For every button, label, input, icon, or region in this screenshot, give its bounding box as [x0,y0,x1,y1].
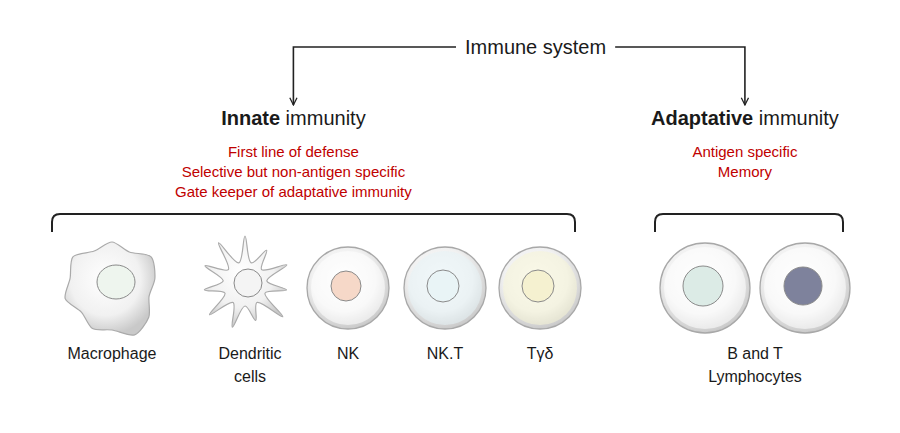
cell-node: Tγδ [495,240,585,365]
round-cell [760,243,850,333]
cell-tint [664,247,746,329]
cell-node: B and T Lymphocytes [650,240,860,388]
cell-label: Tγδ [495,342,585,365]
cell-label: Dendritic cells [209,342,291,388]
branch-arrow [615,47,745,105]
property-note: Selective but non-antigen specific [175,162,412,182]
cell-tint [408,251,482,325]
cell-node: Dendritic cells [204,240,296,388]
dendritic-shape [204,236,286,327]
property-note: Memory [651,162,839,182]
property-note: Gate keeper of adaptative immunity [175,182,412,202]
cell-label: NK.T [400,342,490,365]
cell-tint [503,251,577,325]
cell-nucleus [683,266,723,306]
cell-nucleus [522,270,554,302]
cell-tint [764,247,846,329]
group-heading: Innate immunity [175,106,412,130]
cell-nucleus [331,271,361,301]
branch-arrow [293,47,456,105]
cell-nucleus [784,267,822,305]
cell-nucleus [234,269,262,297]
cell-label: B and T Lymphocytes [696,342,814,388]
cell-tint [311,251,385,325]
cell-node: NK [303,240,393,365]
group-heading: Immune system [456,35,615,59]
cell-nucleus [427,270,459,302]
round-cell [404,247,486,329]
round-cell [499,247,581,329]
property-note: Antigen specific [651,142,839,162]
round-cell [307,247,389,329]
round-cell [660,243,750,333]
adaptive-group: Adaptative immunityAntigen specificMemor… [651,106,839,182]
macrophage-shape [65,242,155,335]
cell-nucleus [97,265,135,299]
cell-node: Macrophage [47,240,177,365]
group-heading: Adaptative immunity [651,106,839,130]
root-node: Immune system [456,35,615,59]
group-bracket [655,214,843,232]
property-note: First line of defense [175,142,412,162]
cell-label: Macrophage [47,342,177,365]
cell-node: NK.T [400,240,490,365]
innate-group: Innate immunityFirst line of defenseSele… [175,106,412,202]
group-bracket [52,214,575,232]
cell-label: NK [303,342,393,365]
